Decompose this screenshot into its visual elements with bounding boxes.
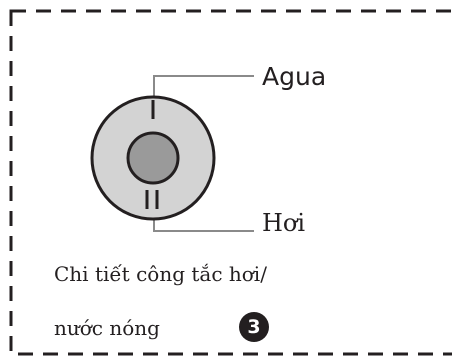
- step-number-badge: 3: [239, 312, 269, 342]
- label-bottom: Hơi: [262, 209, 306, 237]
- dashed-frame: [9, 9, 452, 356]
- leader-line-top: [153, 75, 254, 105]
- caption-line-1: Chi tiết công tắc hơi/: [54, 262, 267, 286]
- label-top: Agua: [262, 62, 327, 91]
- caption-line-2: nước nóng: [54, 316, 160, 340]
- switch-dial-center: [126, 131, 180, 185]
